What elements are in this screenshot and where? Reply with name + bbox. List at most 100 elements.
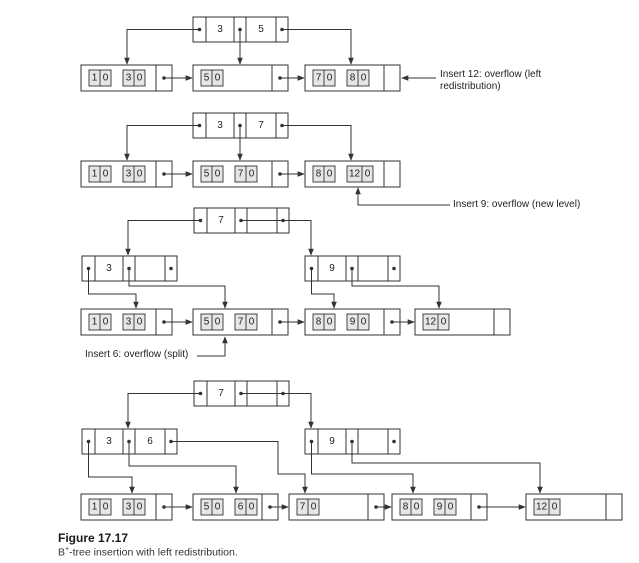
pointer-dot [392,266,396,271]
key-digit: 0 [215,73,221,84]
key-digit: 1 [92,73,98,84]
key-digit: 5 [204,317,210,328]
key-digit: 0 [137,73,143,84]
key-digit: 0 [361,317,367,328]
pointer-arrow [125,220,201,256]
node-key: 7 [258,120,264,131]
key-digit: 12 [349,169,361,180]
key-digit: 8 [316,169,322,180]
annotation-insert-6: Insert 6: overflow (split) [85,349,188,361]
key-digit: 0 [103,73,109,84]
key-digit: 5 [204,502,210,513]
key-digit: 1 [92,169,98,180]
key-digit: 3 [126,169,132,180]
key-digit: 9 [350,317,356,328]
key-digit: 0 [215,317,221,328]
key-digit: 7 [238,169,244,180]
annotation-insert-12: Insert 12: overflow (left redistribution… [440,69,541,93]
key-digit: 0 [249,317,255,328]
caption-prefix: B [58,546,66,559]
key-digit: 0 [448,502,454,513]
annotation-insert-9-text: Insert 9: overflow (new level) [453,199,581,210]
key-digit: 12 [536,502,548,513]
node-key: 7 [218,388,224,399]
key-digit: 0 [103,317,109,328]
node-key: 9 [329,263,335,274]
key-digit: 5 [204,73,210,84]
key-digit: 8 [316,317,322,328]
key-digit: 0 [103,502,109,513]
key-digit: 1 [92,317,98,328]
annotation-insert-6-text: Insert 6: overflow (split) [85,349,189,360]
key-digit: 9 [437,502,443,513]
stage4-leaf-5: 12 0 [525,493,623,521]
key-digit: 0 [441,317,447,328]
key-digit: 7 [238,317,244,328]
key-box [422,313,450,331]
stage3-leaf-4: 12 0 [414,308,511,336]
key-digit: 6 [238,502,244,513]
key-box [346,165,374,183]
key-digit: 0 [249,169,255,180]
pointer-arrow [311,268,337,309]
figure-caption: B+-tree insertion with left redistributi… [58,546,238,559]
annotation-insert-9: Insert 9: overflow (new level) [453,199,580,211]
annotation-insert-12-line1: Insert 12: overflow (left [440,69,542,80]
pointer-arrow [241,393,314,429]
pointer-arrow [311,441,416,494]
key-digit: 8 [403,502,409,513]
key-digit: 7 [300,502,306,513]
figure-title: Figure 17.17 [58,531,129,545]
key-digit: 0 [552,502,558,513]
key-digit: 1 [92,502,98,513]
pointer-arrow [241,220,314,256]
pointer-arrow [124,125,200,161]
key-digit: 0 [137,502,143,513]
key-digit: 3 [126,73,132,84]
pointer-arrow [125,393,201,429]
caption-body: -tree insertion with left redistribution… [69,546,238,559]
key-digit: 0 [327,317,333,328]
pointer-arrow [351,268,442,309]
pointer-dot [169,266,173,271]
key-digit: 0 [215,169,221,180]
pointer-arrow [124,29,200,65]
key-digit: 0 [137,169,143,180]
pointer-arrow [282,29,354,65]
node-key: 3 [217,24,223,35]
key-digit: 7 [316,73,322,84]
pointer-arrow [351,441,543,494]
annotation-arrow [355,187,450,206]
key-digit: 0 [103,169,109,180]
key-digit: 0 [327,169,333,180]
pointer-arrow [128,441,239,494]
key-digit: 0 [361,73,367,84]
key-digit: 5 [204,169,210,180]
node-key: 9 [329,436,335,447]
key-digit: 8 [350,73,356,84]
key-digit: 12 [425,317,437,328]
pointer-arrow [128,268,228,309]
key-digit: 0 [327,73,333,84]
key-box [533,498,561,516]
node-key: 5 [258,24,264,35]
key-digit: 0 [414,502,420,513]
node-key: 6 [147,436,153,447]
pointer-arrow [171,441,308,494]
key-digit: 3 [126,502,132,513]
node-key: 3 [106,436,112,447]
annotation-insert-12-line2: redistribution) [440,81,501,92]
annotation-arrow [197,336,228,357]
